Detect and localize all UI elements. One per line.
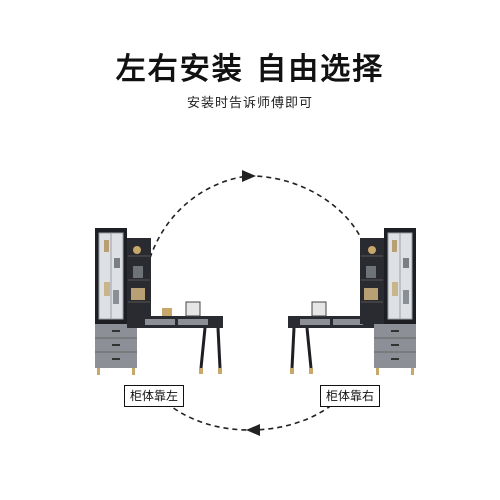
- arrow-head-top-icon: [242, 170, 256, 182]
- arrow-head-bottom-icon: [246, 424, 260, 436]
- page-title: 左右安装 自由选择: [115, 52, 385, 87]
- arc-top: [149, 175, 363, 259]
- desk-set-right: [288, 228, 416, 375]
- label-cabinet-left: 柜体靠左: [124, 385, 185, 407]
- page-subtitle: 安装时告诉师傅即可: [186, 96, 313, 111]
- label-cabinet-right: 柜体靠右: [320, 385, 381, 407]
- desk-set-left: [95, 228, 223, 375]
